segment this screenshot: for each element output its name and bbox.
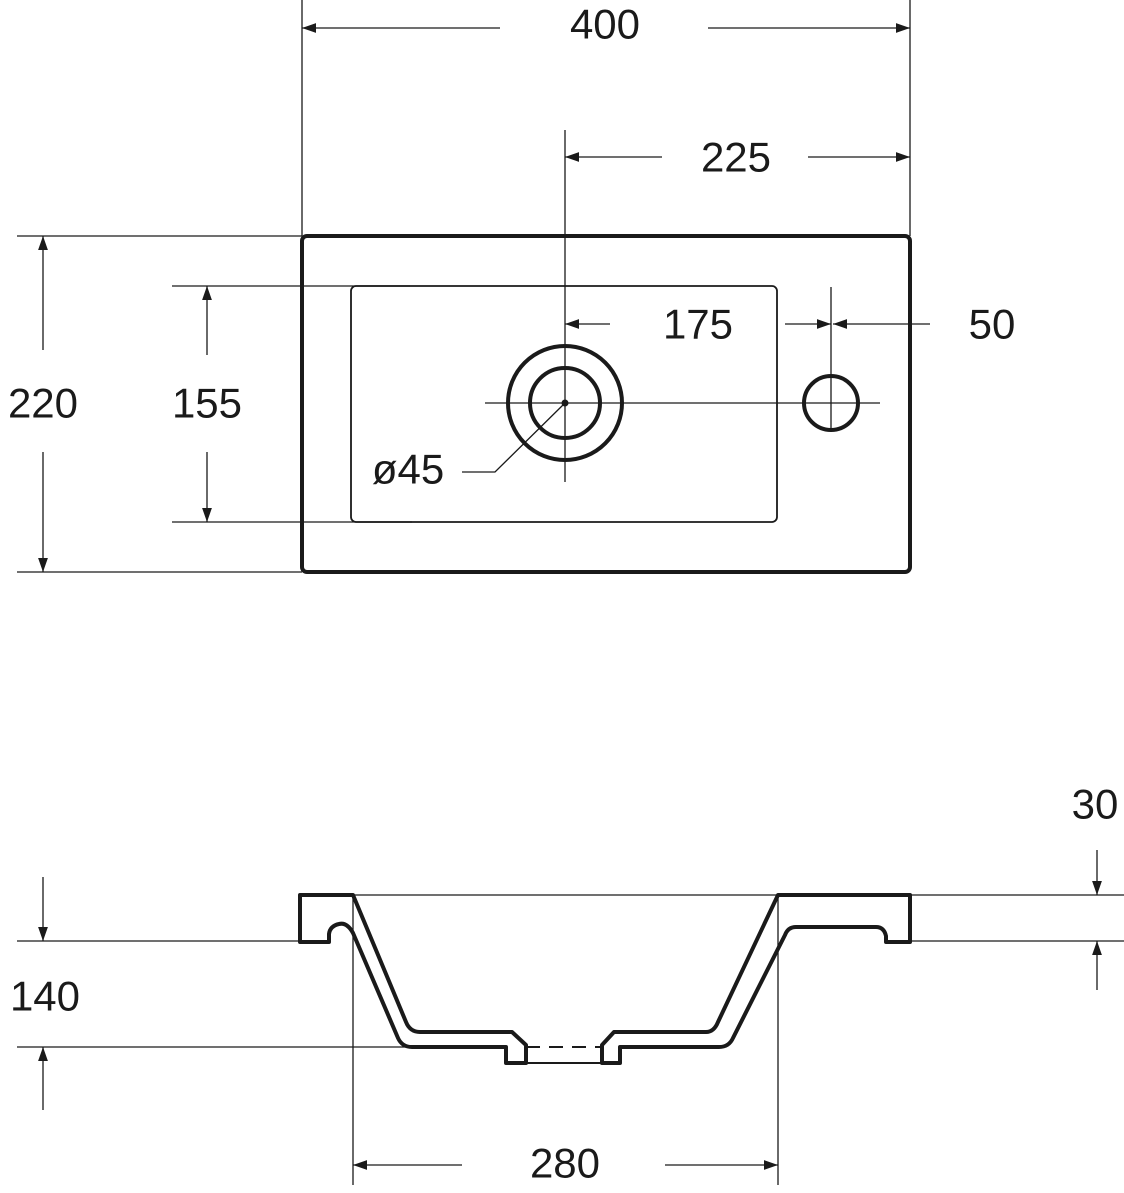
dim-hole-diameter: ø45	[372, 446, 444, 493]
basin-section-profile	[298, 893, 912, 1065]
top-view: 400 225 175 50 220 155 ø45	[8, 0, 1016, 574]
bowl-outline	[350, 285, 778, 523]
dim-height: 140	[10, 973, 80, 1020]
dim-width-total: 400	[570, 1, 640, 48]
dim-depth-total: 220	[8, 380, 78, 427]
dim-hole-edge: 50	[969, 301, 1016, 348]
dim-rim-thickness: 30	[1072, 781, 1119, 828]
dim-tap-offset: 225	[701, 134, 771, 181]
basin-outline	[300, 234, 912, 574]
side-view: 30 140 280	[10, 781, 1124, 1187]
dim-bowl-width: 280	[530, 1140, 600, 1187]
dim-bowl-depth: 155	[172, 380, 242, 427]
dim-hole-spacing: 175	[663, 301, 733, 348]
